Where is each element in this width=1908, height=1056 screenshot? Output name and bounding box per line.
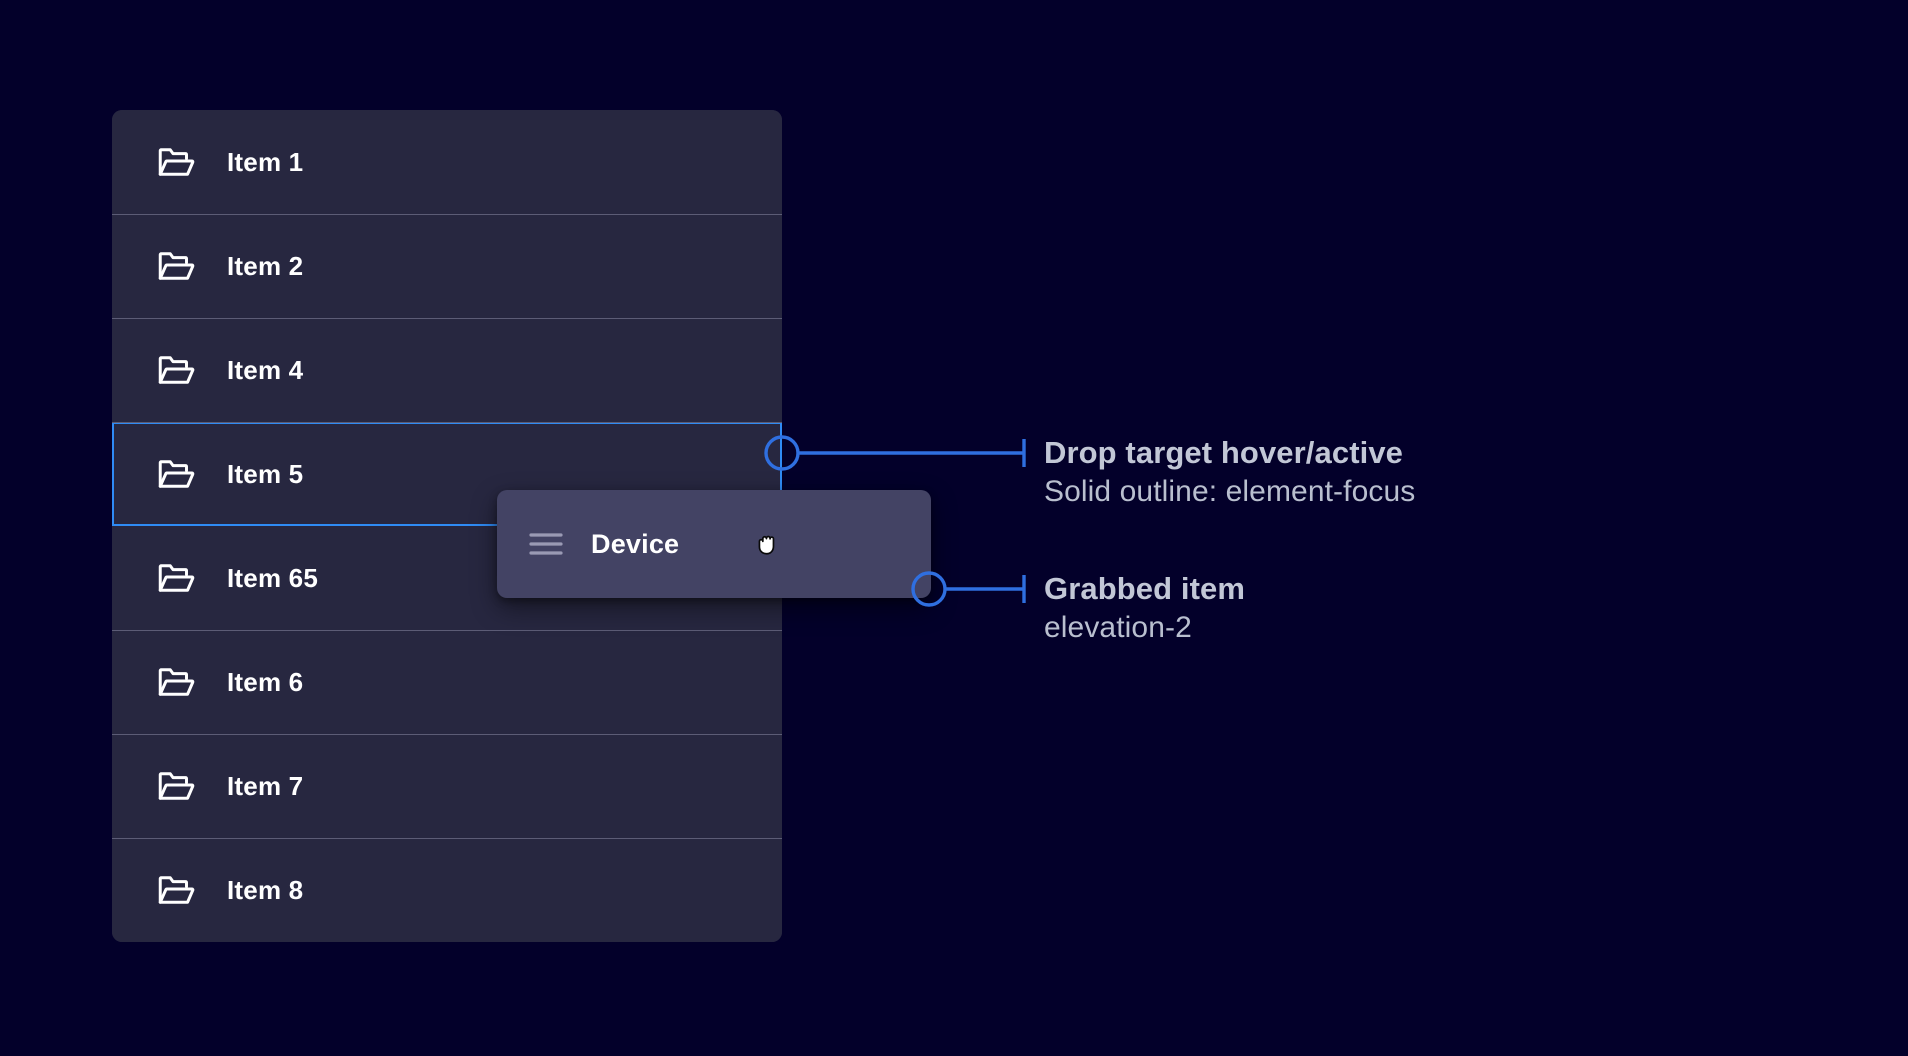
drop-target-list: Item 1 Item 2 Item 4 Item 5 Item 65 Item… <box>112 110 782 942</box>
list-item-label: Item 2 <box>227 251 304 281</box>
list-item-label: Item 8 <box>227 875 304 905</box>
folder-open-icon <box>158 772 195 800</box>
folder-open-icon <box>158 876 195 904</box>
folder-open-icon <box>158 460 195 488</box>
list-item-label: Item 65 <box>227 563 319 593</box>
list-item[interactable]: Item 7 <box>112 734 782 838</box>
annotation-drop-target: Drop target hover/active Solid outline: … <box>1044 434 1415 511</box>
grabbed-item-card[interactable]: Device <box>497 490 931 598</box>
list-item[interactable]: Item 1 <box>112 110 782 214</box>
folder-open-icon <box>158 252 195 280</box>
drag-handle-icon[interactable] <box>529 531 563 557</box>
folder-open-icon <box>158 668 195 696</box>
annotation-title: Drop target hover/active <box>1044 435 1404 470</box>
annotation-subtitle: Solid outline: element-focus <box>1044 474 1416 508</box>
folder-open-icon <box>158 148 195 176</box>
grabbed-item-label: Device <box>591 528 680 559</box>
list-item[interactable]: Item 4 <box>112 318 782 422</box>
folder-open-icon <box>158 564 195 592</box>
annotation-subtitle: elevation-2 <box>1044 610 1192 644</box>
annotation-title: Grabbed item <box>1044 571 1246 606</box>
list-item[interactable]: Item 6 <box>112 630 782 734</box>
list-item[interactable]: Item 2 <box>112 214 782 318</box>
grabbing-hand-cursor <box>758 535 775 555</box>
list-item-label: Item 5 <box>227 459 304 489</box>
list-item-label: Item 4 <box>227 355 304 385</box>
annotation-grabbed-item: Grabbed item elevation-2 <box>1044 570 1245 647</box>
folder-open-icon <box>158 356 195 384</box>
list-item-label: Item 6 <box>227 667 304 697</box>
list-item[interactable]: Item 8 <box>112 838 782 942</box>
list-item-label: Item 7 <box>227 771 304 801</box>
list-item-label: Item 1 <box>227 147 304 177</box>
